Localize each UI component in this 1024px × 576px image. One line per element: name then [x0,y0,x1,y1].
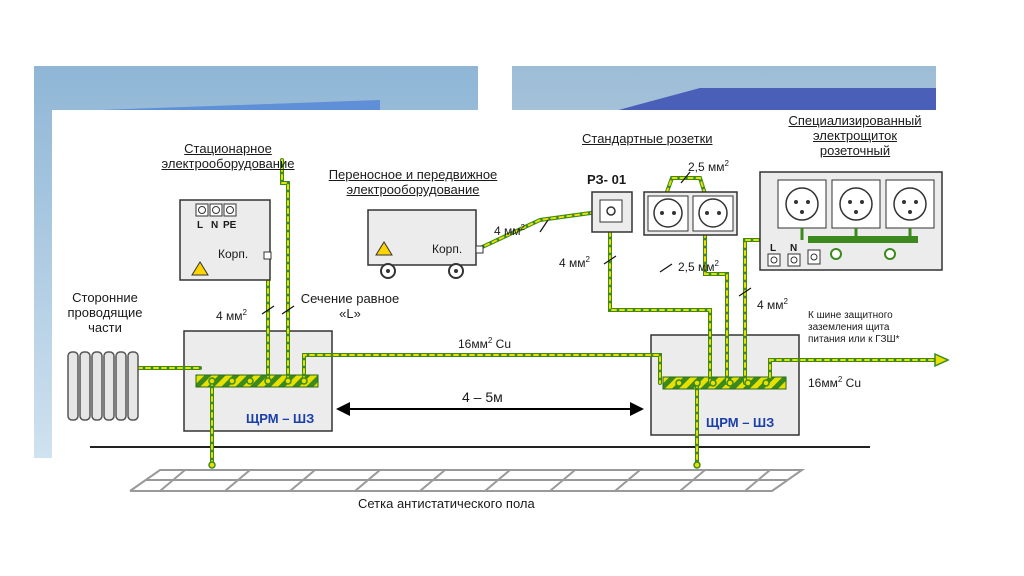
panel-terminal-L-label: L [770,243,777,254]
korp-label-portable: Корп. [432,242,463,256]
conductor-16mm-cu-right: 16мм2 Cu [808,375,861,390]
floor-grid-label: Сетка антистатического пола [358,496,535,511]
rz01-socket [591,191,633,233]
panel-terminal-N-label: N [790,243,798,254]
shrm-right-label: ЩРМ – ШЗ [706,415,775,430]
portable-equipment [367,209,484,279]
warning-triangle-icon [191,261,209,276]
rz01-label: РЗ- 01 [587,172,627,187]
distance-label: 4 – 5м [462,389,503,405]
shrm-left-label: ЩРМ – ШЗ [246,411,315,426]
standard-sockets-title: Стандартные розетки [582,131,713,146]
bus-note-arrow [934,352,950,368]
distance-arrow [336,402,644,416]
terminal-PE-label: PE [223,220,237,231]
conductor-4mm-rz: 4 мм2 [559,255,590,270]
conductor-4mm-left: 4 мм2 [216,308,247,323]
radiator-icon [67,351,139,421]
korp-label-stationary: Корп. [218,247,249,261]
terminal-L-label: L [197,220,204,231]
conductor-2-5mm-top: 2,5 мм2 [688,159,729,174]
conductor-2-5mm-mid: 2,5 мм2 [678,259,719,274]
conductor-16mm-cu-top: 16мм2 Cu [458,336,511,351]
connection-points [208,377,770,469]
specialized-socket-panel [759,171,943,271]
antistatic-floor-grid [129,469,806,492]
stationary-equipment [179,199,272,281]
warning-triangle-icon [375,241,393,256]
section-equal-label: Сечение равное«L» [300,291,400,321]
conductor-ticks [261,171,752,315]
standard-sockets [643,191,738,236]
conductor-4mm-portable: 4 мм2 [494,223,525,238]
pe-busbar-right [662,376,787,390]
terminal-N-label: N [211,220,219,231]
conductor-4mm-right: 4 мм2 [757,297,788,312]
